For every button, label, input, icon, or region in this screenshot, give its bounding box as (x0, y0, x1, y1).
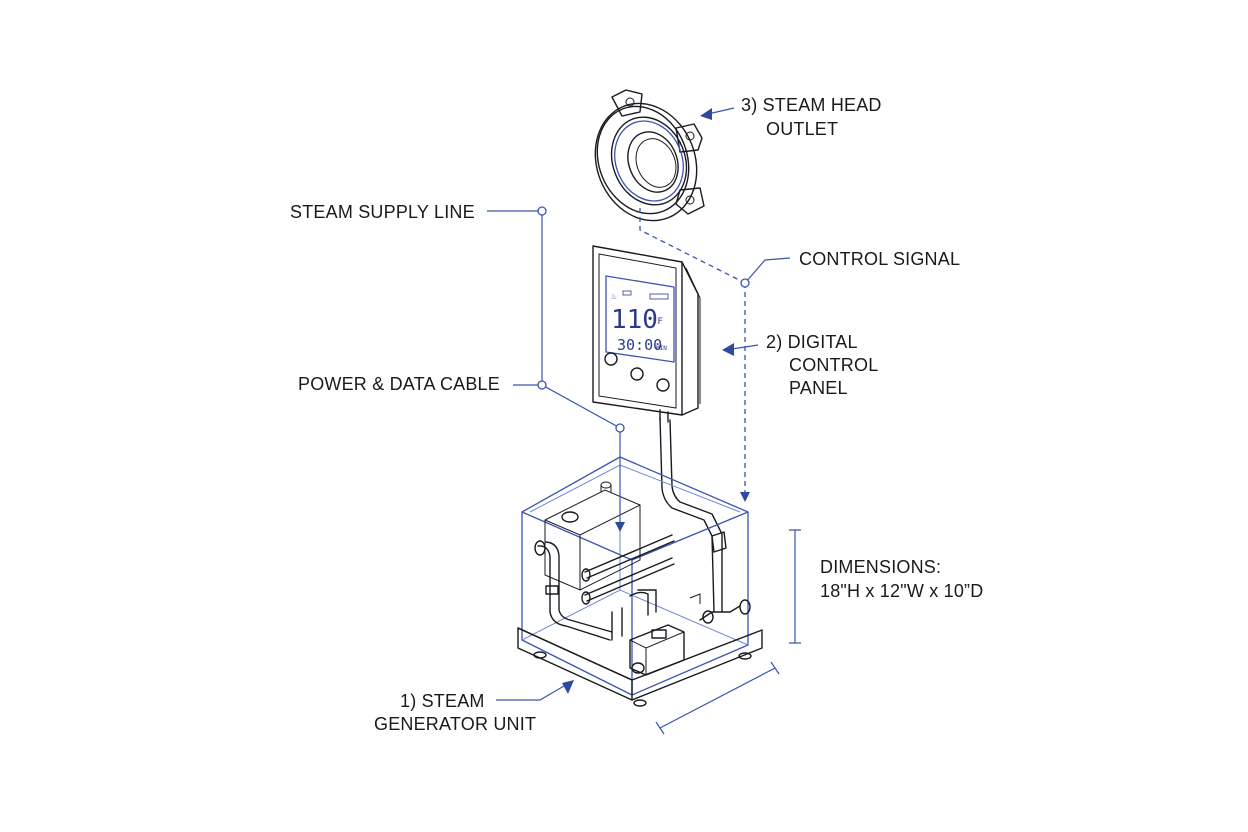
control-panel-label-line3: PANEL (789, 378, 848, 398)
height-dimension (789, 529, 801, 644)
temperature-unit: °F (652, 317, 663, 327)
steam-head-label-line1: 3) STEAM HEAD (741, 95, 882, 115)
depth-dimension (655, 661, 780, 735)
steam-head-leader (707, 107, 735, 115)
control-panel-label-line2: CONTROL (789, 355, 878, 375)
generator-label-line1: 1) STEAM (400, 691, 485, 711)
control-panel-label-line1: 2) DIGITAL (766, 332, 858, 352)
panel-button-left[interactable] (604, 352, 618, 366)
panel-cable (659, 417, 723, 613)
steam-head-outlet (594, 89, 705, 222)
steam-head-label-line2: OUTLET (766, 119, 838, 139)
lcd-readout: ♨ 110 °F 30:00 MIN (611, 290, 669, 354)
panel-leader (731, 344, 759, 350)
status-icon (649, 293, 669, 300)
steam-supply-label: STEAM SUPPLY LINE (290, 202, 475, 222)
steam-supply-leader (487, 206, 547, 385)
temperature-icon: ♨ (611, 292, 617, 302)
mode-icon (622, 290, 632, 296)
steam-generator-unit (517, 456, 763, 707)
power-cable-leader (513, 380, 625, 532)
timer-unit: MIN (656, 345, 667, 352)
digital-control-panel: ♨ 110 °F 30:00 MIN (592, 245, 701, 423)
power-cable-label: POWER & DATA CABLE (298, 374, 500, 394)
dimensions-value: 18"H x 12"W x 10”D (820, 581, 983, 601)
timer-value: 30:00 (617, 336, 662, 354)
panel-button-center[interactable] (630, 367, 644, 381)
generator-leader (496, 685, 565, 701)
panel-button-right[interactable] (656, 378, 670, 392)
dimensions-label: DIMENSIONS: (820, 557, 941, 577)
generator-label-line2: GENERATOR UNIT (374, 714, 536, 734)
control-signal-leader (639, 208, 791, 502)
temperature-value: 110 (611, 305, 658, 335)
control-signal-label: CONTROL SIGNAL (799, 249, 960, 269)
